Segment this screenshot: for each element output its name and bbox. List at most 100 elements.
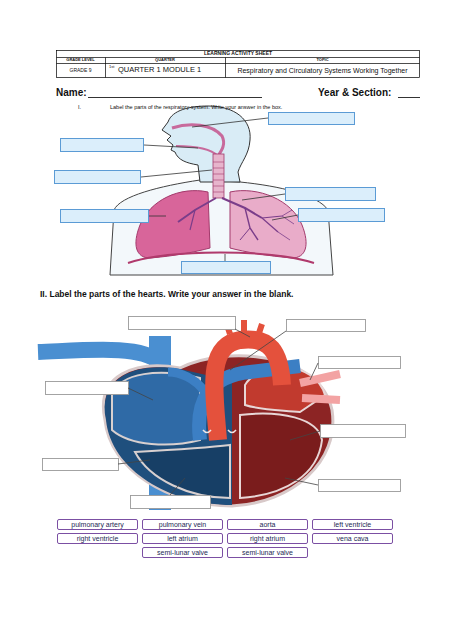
aorta-arch <box>214 339 282 440</box>
heart-answer-boxes <box>131 496 211 509</box>
word-bank-box: pulmonary vein <box>142 519 223 530</box>
word-bank-box: right atrium <box>227 533 308 544</box>
heart-leader-lines <box>235 329 250 337</box>
table-cell: GRADE 9 <box>56 64 105 78</box>
heart-answer-boxes <box>321 425 406 438</box>
bronchial-tree <box>222 198 262 218</box>
respiratory-leader-lines <box>141 170 212 177</box>
trachea-rings <box>213 168 224 169</box>
trachea-rings <box>213 180 224 181</box>
respiratory-leader-lines <box>141 118 298 261</box>
trachea <box>213 154 224 198</box>
respiratory-answer-boxes <box>269 113 355 125</box>
table-cell: QUARTER 1 MODULE 1 <box>118 64 224 78</box>
heart-illustration <box>38 320 340 510</box>
name-underlines <box>88 97 262 98</box>
respiratory-answer-boxes <box>286 188 376 201</box>
trachea-rings <box>213 174 224 175</box>
heart-leader-lines <box>285 478 318 485</box>
respiratory-leader-lines <box>225 254 226 261</box>
respiratory-answer-boxes <box>55 113 385 274</box>
trachea-rings <box>213 186 224 187</box>
word-bank-term: right ventricle <box>77 535 119 542</box>
pulmonary-veins <box>300 374 340 400</box>
heart-answer-boxes <box>287 320 366 332</box>
bronchial-tree <box>282 210 292 216</box>
instruction-text: Label the parts of the respiratory syste… <box>110 103 282 111</box>
section-number: I. <box>78 103 81 111</box>
word-bank-box: semi-lunar valve <box>227 547 308 558</box>
pulmonary-artery-branch <box>168 372 205 392</box>
word-bank-box: aorta <box>227 519 308 530</box>
word-bank-term: pulmonary artery <box>71 521 124 528</box>
word-bank-box: semi-lunar valve <box>142 547 223 558</box>
respiratory-leader-lines <box>272 215 298 220</box>
bronchial-tree <box>245 208 258 240</box>
heart-answer-boxes <box>319 357 401 369</box>
word-bank-box: left atrium <box>142 533 223 544</box>
table-cell: Respiratory and Circulatory Systems Work… <box>226 64 419 78</box>
respiratory-answer-boxes <box>61 210 149 223</box>
heart-leader-lines <box>230 331 286 370</box>
heart-leader-lines <box>118 460 150 464</box>
heart-answer-boxes <box>319 480 401 492</box>
trachea-rings <box>213 162 224 192</box>
respiratory-answer-boxes <box>61 139 144 152</box>
bronchial-tree <box>240 228 250 240</box>
word-bank-box: right ventricle <box>57 533 138 544</box>
word-bank-term: aorta <box>260 521 276 528</box>
bronchial-tree <box>190 210 195 230</box>
heart-leader-lines <box>170 478 185 495</box>
sheet-title: LEARNING ACTIVITY SHEET <box>56 51 420 58</box>
heart-leader-lines <box>290 431 320 440</box>
right-ventricle <box>135 445 230 498</box>
header-table <box>57 51 420 78</box>
word-bank-box: left ventricle <box>312 519 393 530</box>
nasal-airway <box>172 125 224 156</box>
heart-leader-lines <box>310 363 318 380</box>
header-table <box>105 58 106 78</box>
word-bank-term: semi-lunar valve <box>157 549 208 556</box>
heart-answer-boxes <box>43 459 119 471</box>
instruction-text: II. Label the parts of the hearts. Write… <box>40 289 293 301</box>
word-bank-term: semi-lunar valve <box>242 549 293 556</box>
word-bank-term: pulmonary vein <box>159 521 206 528</box>
superscript: 1st <box>109 64 114 70</box>
word-bank-box: pulmonary artery <box>57 519 138 530</box>
respiratory-answer-boxes <box>55 171 141 184</box>
respiratory-leader-lines <box>149 216 166 217</box>
superior-vena-cava <box>38 350 160 362</box>
respiratory-answer-boxes <box>182 262 271 274</box>
heart-leader-lines <box>128 388 153 400</box>
respiratory-leader-lines <box>144 145 198 148</box>
field-label: Year & Section: <box>318 86 391 98</box>
table-header: QUARTER <box>105 58 225 64</box>
heart-answer-boxes <box>43 317 406 509</box>
left-ventricle <box>240 414 322 498</box>
table-header: TOPIC <box>225 58 420 64</box>
header-table <box>57 51 420 78</box>
word-bank-box: vena cava <box>312 533 393 544</box>
word-bank-term: left atrium <box>167 535 198 542</box>
left-lung <box>136 191 210 258</box>
respiratory-answer-boxes <box>299 209 385 222</box>
field-label: Name: <box>56 86 87 98</box>
heart-answer-boxes <box>46 382 129 395</box>
word-bank-term: vena cava <box>337 535 369 542</box>
word-bank-term: right atrium <box>250 535 285 542</box>
trachea-rings <box>213 192 224 193</box>
word-bank-term: left ventricle <box>334 521 371 528</box>
heart-answer-boxes <box>129 317 236 330</box>
semi-lunar-valves <box>203 430 236 433</box>
trachea-rings <box>213 162 224 163</box>
name-underlines <box>398 97 420 98</box>
respiratory-leader-lines <box>192 118 268 127</box>
header-table <box>57 57 420 58</box>
heart-leader-lines <box>118 329 320 495</box>
bronchial-tree <box>278 232 290 240</box>
header-table <box>225 58 226 78</box>
respiratory-leader-lines <box>242 194 285 200</box>
table-header: GRADE LEVEL <box>56 58 105 64</box>
bronchial-tree <box>262 218 278 232</box>
